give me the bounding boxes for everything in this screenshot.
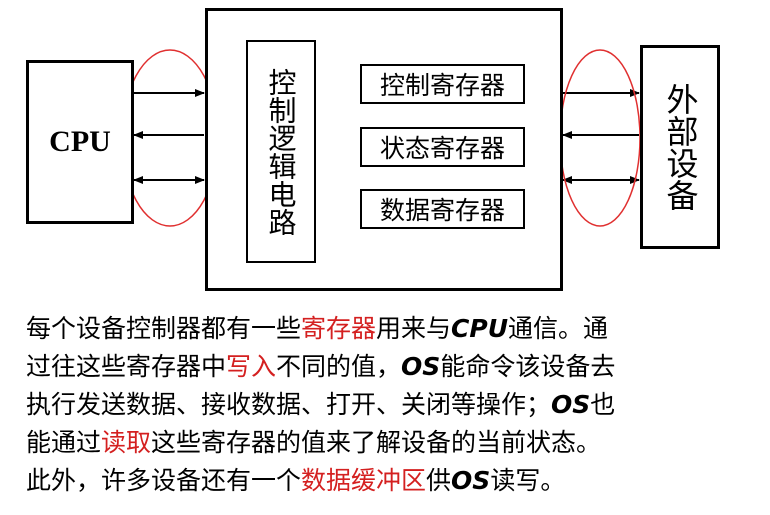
text-span: 过往这些寄存器中 — [26, 352, 227, 381]
highlight-read: 读取 — [101, 428, 152, 457]
status-register-box — [360, 127, 525, 167]
text-span: 供 — [426, 466, 452, 495]
text-span: 用来与 — [376, 314, 452, 343]
text-span: 通信。通 — [508, 314, 609, 343]
control-register-box — [360, 64, 525, 104]
external-device-label: 外部设备 — [661, 83, 700, 211]
term-os: OS — [551, 390, 591, 419]
description-line-3: 执行发送数据、接收数据、打开、关闭等操作；OS也 — [26, 386, 756, 424]
cpu-box — [26, 60, 134, 224]
description-line-1: 每个设备控制器都有一些寄存器用来与CPU通信。通 — [26, 310, 756, 348]
external-device-box — [640, 45, 720, 249]
term-cpu: CPU — [451, 314, 509, 343]
status-register-label: 状态寄存器 — [379, 134, 505, 163]
text-span: 读写。 — [490, 466, 566, 495]
highlight-data-buffer: 数据缓冲区 — [301, 466, 427, 495]
highlight-registers: 寄存器 — [301, 314, 377, 343]
description-line-5: 此外，许多设备还有一个数据缓冲区供OS读写。 — [26, 462, 756, 500]
control-logic-box — [246, 40, 316, 263]
text-span: 能命令该设备去 — [440, 352, 616, 381]
text-span: 也 — [590, 390, 616, 419]
text-span: 不同的值， — [276, 352, 402, 381]
text-span: 执行发送数据、接收数据、打开、关闭等操作； — [26, 390, 552, 419]
term-os: OS — [401, 352, 441, 381]
control-logic-label: 控制逻辑电路 — [264, 67, 298, 236]
text-span: 每个设备控制器都有一些 — [26, 314, 302, 343]
left-highlight-ellipse — [121, 49, 219, 227]
data-register-label: 数据寄存器 — [379, 196, 505, 225]
description-line-2: 过往这些寄存器中写入不同的值，OS能命令该设备去 — [26, 348, 756, 386]
description-line-4: 能通过读取这些寄存器的值来了解设备的当前状态。 — [26, 424, 756, 462]
data-register-box — [360, 189, 525, 229]
text-span: 能通过 — [26, 428, 102, 457]
text-span: 这些寄存器的值来了解设备的当前状态。 — [151, 428, 602, 457]
right-highlight-ellipse — [559, 49, 641, 227]
control-register-label: 控制寄存器 — [379, 71, 505, 100]
description-paragraph: 每个设备控制器都有一些寄存器用来与CPU通信。通 过往这些寄存器中写入不同的值，… — [26, 310, 756, 500]
term-os: OS — [451, 466, 491, 495]
highlight-write: 写入 — [226, 352, 277, 381]
cpu-label: CPU — [49, 125, 111, 158]
text-span: 此外，许多设备还有一个 — [26, 466, 302, 495]
